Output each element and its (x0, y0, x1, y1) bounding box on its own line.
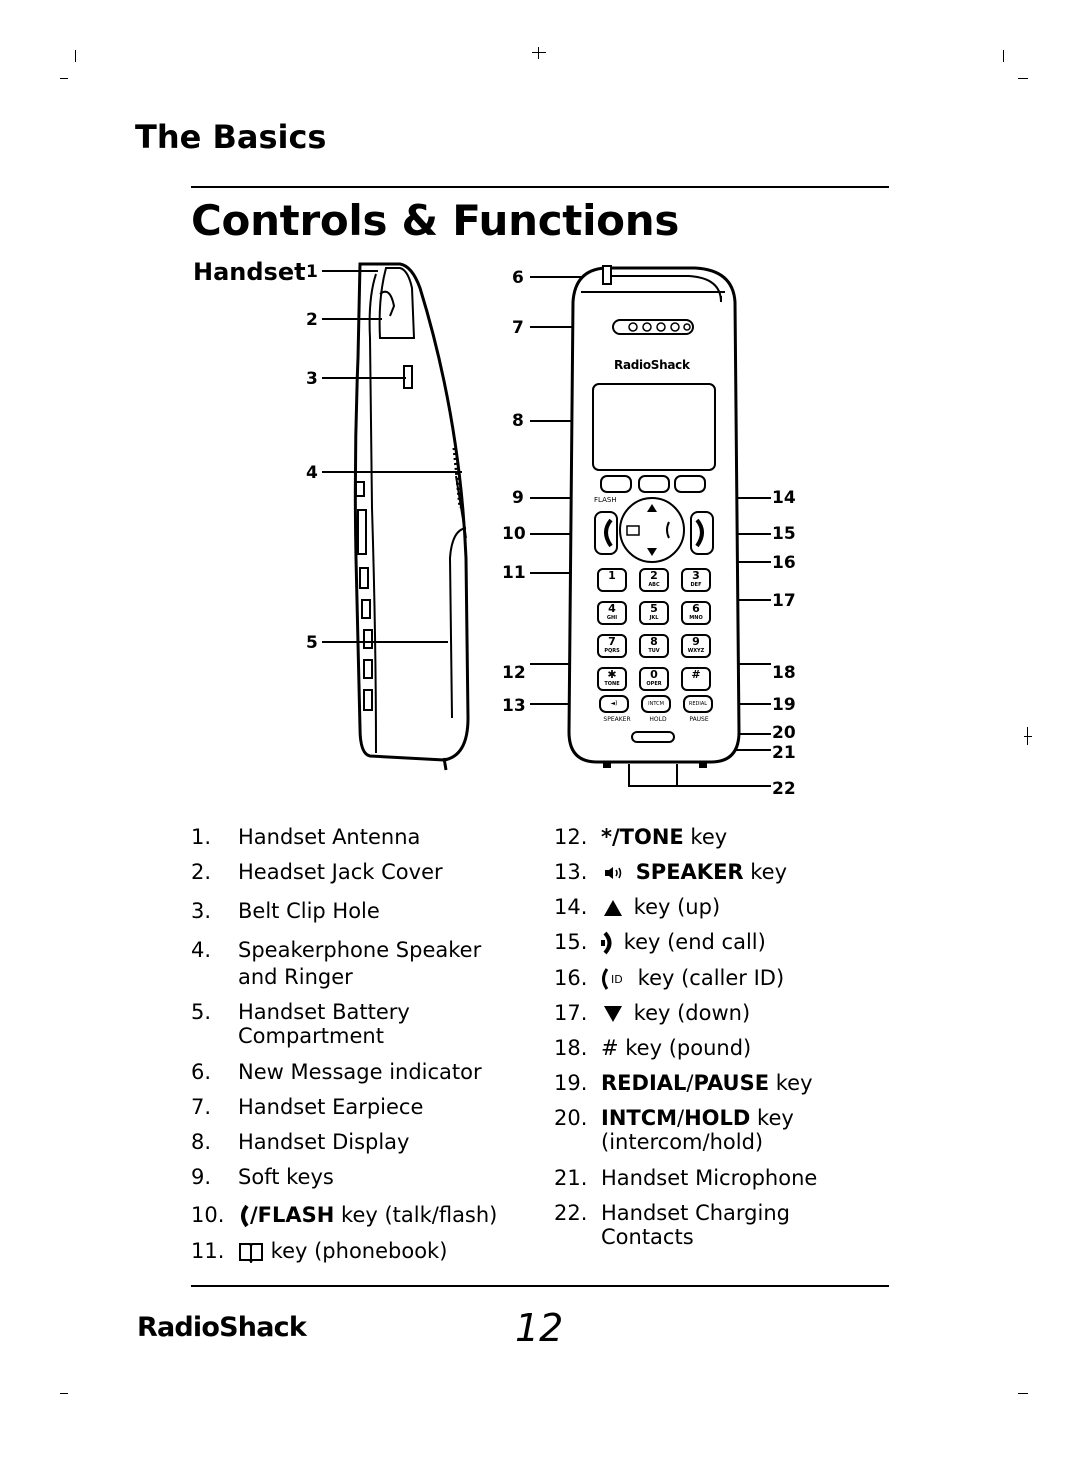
phonebook-icon (239, 1243, 263, 1263)
callout-13: 13 (502, 696, 526, 716)
key-pound[interactable]: # (681, 667, 711, 691)
phone-brand-logo: RadioShack (614, 358, 690, 372)
bottom-rule (191, 1285, 889, 1287)
handset-front-view (530, 265, 771, 787)
callout-4: 4 (306, 463, 318, 483)
speaker-key[interactable]: ◄) (599, 695, 629, 713)
speaker-caption: SPEAKER (603, 716, 631, 723)
page-title: Controls & Functions (191, 196, 680, 245)
crop-mark (1003, 50, 1004, 62)
down-arrow-icon (604, 1006, 622, 1022)
hold-caption: HOLD (649, 716, 667, 723)
pause-caption: PAUSE (689, 716, 709, 723)
speaker-icon (605, 867, 622, 879)
callout-19: 19 (772, 695, 796, 715)
callout-10: 10 (502, 524, 526, 544)
top-rule (191, 186, 889, 188)
talk-icon (241, 1204, 249, 1228)
key-1[interactable]: 1 (597, 568, 627, 592)
callout-9: 9 (512, 488, 524, 508)
callout-7: 7 (512, 318, 524, 338)
crop-mark (1024, 736, 1032, 737)
caller-id-icon: ID (602, 968, 623, 990)
crop-mark (538, 47, 539, 59)
up-arrow-icon (604, 900, 622, 916)
crop-mark (1018, 1393, 1028, 1394)
end-call-icon (601, 931, 612, 955)
callout-5: 5 (306, 633, 318, 653)
callout-3: 3 (306, 369, 318, 389)
crop-mark (75, 50, 76, 62)
crop-mark (60, 1393, 68, 1394)
callout-11: 11 (502, 563, 526, 583)
callout-1: 1 (306, 262, 318, 282)
callout-20: 20 (772, 723, 796, 743)
svg-text:ID: ID (611, 973, 623, 986)
brand-logo: RadioShack (137, 1312, 307, 1343)
callout-18: 18 (772, 663, 796, 683)
figure-label: Handset (193, 258, 306, 286)
handset-side-view (353, 262, 470, 771)
redial-key[interactable]: REDIAL (683, 695, 713, 713)
crop-mark (60, 78, 68, 79)
callout-8: 8 (512, 411, 524, 431)
callout-15: 15 (772, 524, 796, 544)
callout-16: 16 (772, 553, 796, 573)
callout-6: 6 (512, 268, 524, 288)
page-number: 12 (515, 1306, 564, 1350)
function-keys: ◄) INTCM REDIAL SPEAKER HOLD PAUSE (599, 695, 713, 723)
callout-22: 22 (772, 779, 796, 799)
callout-12: 12 (502, 663, 526, 683)
callout-2: 2 (306, 310, 318, 330)
intcm-key[interactable]: INTCM (641, 695, 671, 713)
callout-17: 17 (772, 591, 796, 611)
crop-mark (532, 52, 546, 53)
crop-mark (1018, 78, 1028, 79)
callout-21: 21 (772, 743, 796, 763)
flash-label: FLASH (594, 496, 617, 504)
callout-14: 14 (772, 488, 796, 508)
section-title: The Basics (135, 118, 327, 156)
callout-leaders-left (322, 270, 462, 643)
key-star-tone[interactable]: ✱TONE (597, 667, 627, 691)
